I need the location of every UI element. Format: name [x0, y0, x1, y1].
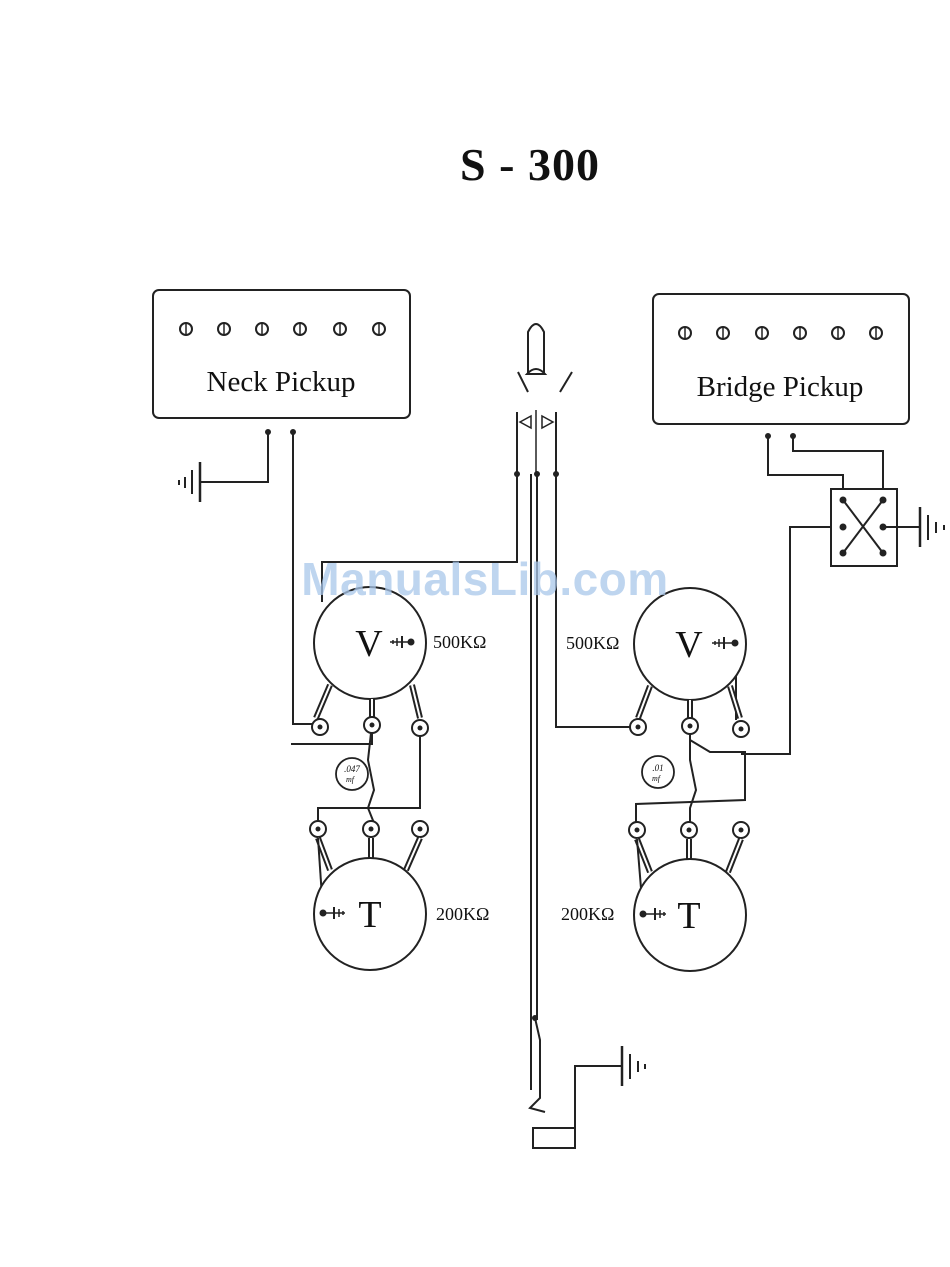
bridge-tone-pot: T	[629, 822, 749, 971]
bridge-volume-value: 500KΩ	[566, 633, 619, 653]
bridge-pickup-label: Bridge Pickup	[697, 371, 864, 403]
toggle-switch	[514, 324, 572, 477]
neck-pickup-label: Neck Pickup	[207, 366, 356, 398]
neck-tone-letter: T	[358, 894, 381, 936]
neck-tone-value: 200KΩ	[436, 904, 489, 924]
wires	[200, 429, 883, 1112]
neck-volume-value: 500KΩ	[433, 632, 486, 652]
neck-capacitor-value: .047	[344, 764, 360, 774]
bridge-pickup: Bridge Pickup	[653, 294, 909, 424]
bridge-ground-icon	[920, 507, 944, 547]
bridge-capacitor-value: .01	[652, 763, 663, 773]
bridge-volume-letter: V	[675, 624, 703, 666]
neck-tone-pot: T	[310, 821, 428, 970]
neck-ground-icon	[179, 462, 200, 502]
bridge-tone-value: 200KΩ	[561, 904, 614, 924]
neck-pickup-pole-pieces	[180, 323, 385, 335]
neck-volume-letter: V	[355, 623, 383, 665]
bridge-switch	[831, 489, 920, 566]
output-jack	[533, 1128, 575, 1148]
neck-pickup: Neck Pickup	[153, 290, 410, 418]
neck-volume-pot: V	[312, 587, 428, 736]
bridge-tone-letter: T	[677, 895, 700, 937]
bridge-volume-pot: V	[630, 588, 749, 737]
watermark: ManualsLib.com	[265, 552, 705, 606]
neck-capacitor: .047 mf	[336, 758, 368, 790]
bridge-pickup-pole-pieces	[679, 327, 882, 339]
jack-ground-icon	[575, 1046, 645, 1128]
bridge-capacitor: .01 mf	[642, 756, 674, 788]
